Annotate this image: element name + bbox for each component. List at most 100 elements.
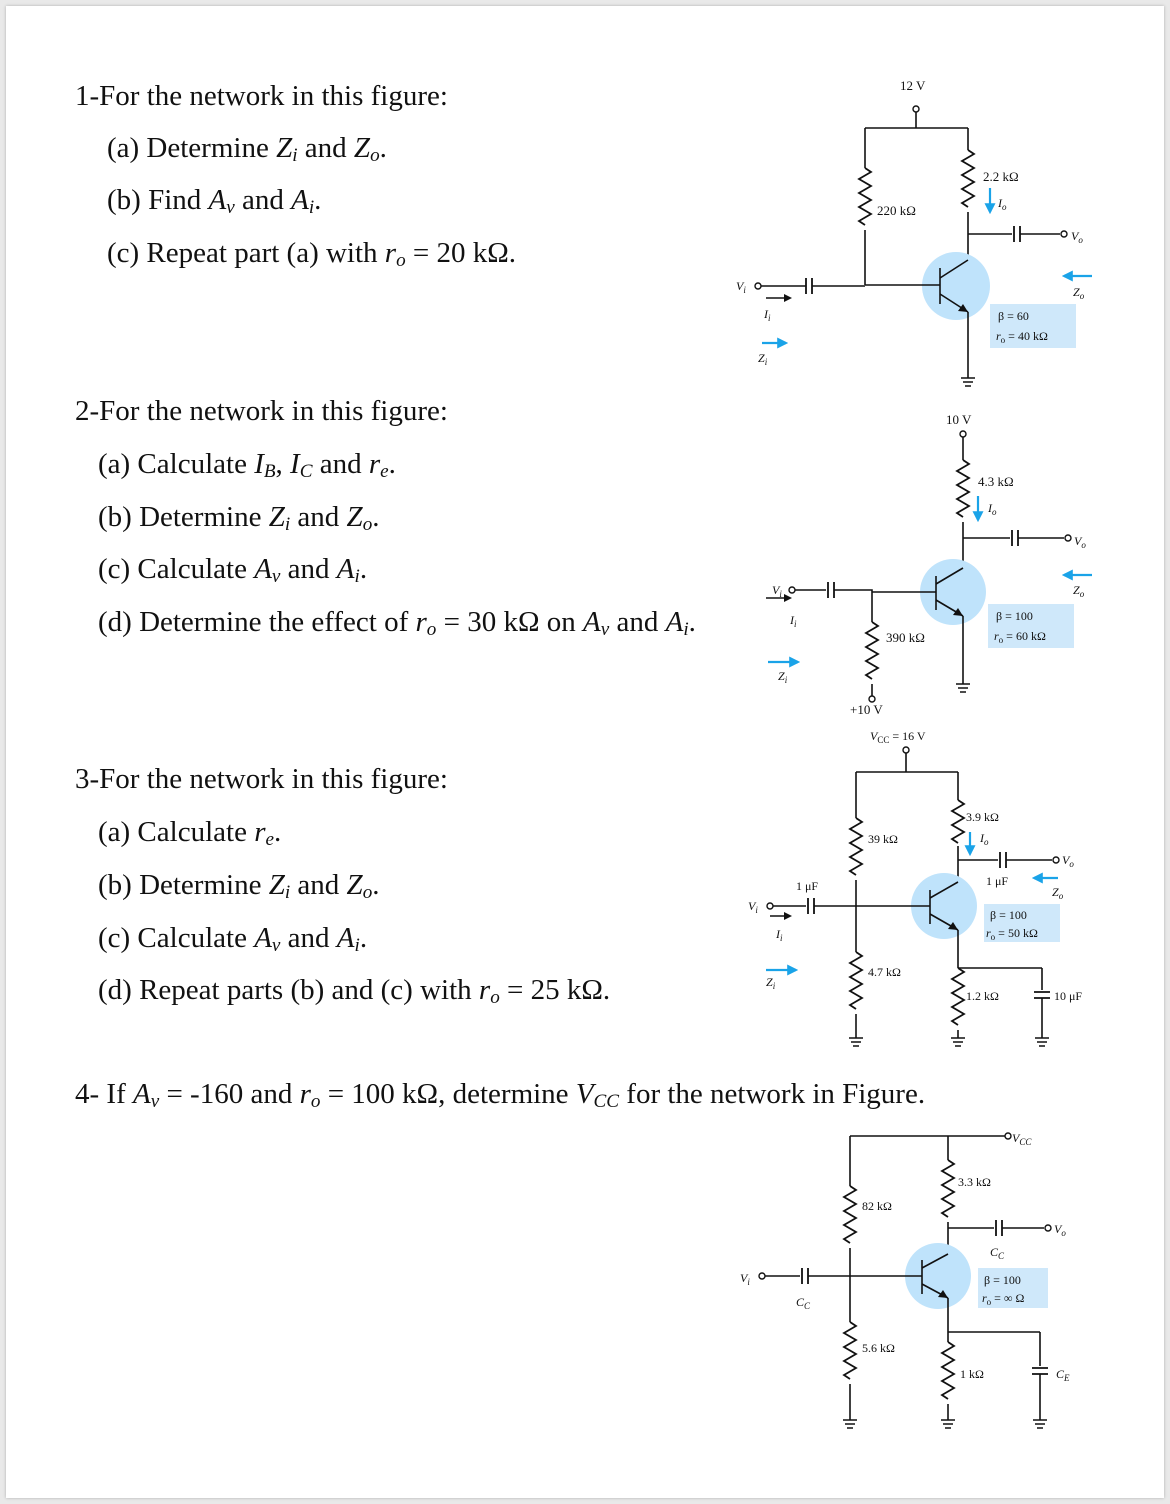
sub: v — [150, 1091, 160, 1113]
problem-2-part-a: (a) Calculate IB, IC and re. — [98, 448, 396, 483]
var: A — [665, 606, 684, 638]
var: A — [291, 184, 309, 216]
vi-terminal — [766, 902, 774, 910]
document-page — [6, 6, 1164, 1498]
emitter-arrow — [958, 304, 968, 312]
var: A — [132, 1078, 151, 1110]
vo-label: Vo — [1062, 853, 1074, 869]
emitter-arrow — [948, 922, 958, 930]
ce-label: CE — [1056, 1367, 1070, 1383]
c-in-label: 1 μF — [796, 879, 818, 893]
beta-label: β = 100 — [984, 1273, 1021, 1287]
text: (b) Find — [107, 184, 209, 216]
resistor-rb — [864, 621, 880, 680]
emitter-arrow — [953, 608, 963, 616]
io-label: Io — [987, 501, 997, 517]
vcc-label: VCC — [1012, 1131, 1032, 1147]
problem-2-part-d: (d) Determine the effect of ro = 30 kΩ o… — [98, 606, 696, 641]
text: . — [372, 869, 380, 901]
sub: o — [310, 1091, 321, 1113]
problem-2-part-b: (b) Determine Zi and Zo. — [98, 501, 380, 535]
text: . — [688, 606, 696, 638]
text: = 100 kΩ, determine — [320, 1078, 576, 1110]
problem-2-part-c: (c) Calculate Av and Ai. — [98, 553, 367, 588]
text: (d) Repeat parts (b) and (c) with — [98, 974, 479, 1006]
text: (d) Determine the effect of — [98, 606, 416, 638]
ii-arrowhead — [784, 594, 792, 602]
wire — [967, 212, 1012, 260]
text: . — [379, 132, 387, 164]
problem-1-part-b: (b) Find Av and Ai. — [107, 184, 322, 219]
problem-1-part-c: (c) Repeat part (a) with ro = 20 kΩ. — [107, 237, 517, 271]
transistor-body — [922, 252, 990, 320]
vo-terminal — [1064, 534, 1072, 542]
text: . — [314, 184, 322, 216]
var: Z — [276, 132, 293, 164]
sub: i — [308, 197, 315, 219]
text: 4- If — [75, 1078, 133, 1110]
vi-label: Vi — [748, 899, 758, 915]
vcc-terminal — [959, 430, 967, 438]
wire — [947, 1298, 1040, 1342]
text: and — [297, 132, 354, 164]
params-box — [984, 904, 1060, 942]
var: A — [254, 922, 272, 954]
sub: o — [426, 619, 437, 641]
ground-icon — [843, 1419, 857, 1429]
text: (a) Determine — [107, 132, 277, 164]
text: = 30 kΩ on — [436, 606, 584, 638]
problem-3-part-a: (a) Calculate re. — [98, 816, 281, 850]
var: Z — [346, 869, 363, 901]
text: = 20 kΩ. — [405, 237, 517, 269]
ce-label: 10 μF — [1054, 989, 1082, 1003]
ground-icon — [849, 1037, 863, 1047]
sub: C — [299, 461, 313, 483]
io-label: Io — [979, 831, 989, 847]
ground-icon — [956, 683, 970, 693]
var: A — [254, 553, 272, 585]
problem-1-heading-text: 1-For the network in this figure: — [75, 80, 448, 112]
output-capacitor — [999, 852, 1007, 868]
problem-4-heading: 4- If Av = -160 and ro = 100 kΩ, determi… — [75, 1078, 926, 1113]
beta-label: β = 100 — [990, 908, 1027, 922]
input-capacitor — [807, 898, 815, 914]
sub: i — [683, 619, 689, 641]
var: r — [254, 816, 266, 848]
vo-label: Vo — [1074, 534, 1086, 550]
problem-3-part-d: (d) Repeat parts (b) and (c) with ro = 2… — [98, 974, 610, 1008]
problem-1-part-a: (a) Determine Zi and Zo. — [107, 132, 387, 166]
zi-label: Zi — [758, 351, 768, 367]
ro-label: ro = 60 kΩ — [994, 629, 1046, 645]
ro-label: ro = ∞ Ω — [982, 1291, 1024, 1307]
var: Z — [268, 501, 285, 533]
vcc-terminal — [1004, 1132, 1012, 1140]
text: (a) Calculate — [98, 816, 255, 848]
ground-icon — [1033, 1419, 1047, 1429]
re-label: 1.2 kΩ — [966, 989, 999, 1003]
problem-3-part-c: (c) Calculate Av and Ai. — [98, 922, 368, 956]
var: r — [368, 448, 381, 480]
output-capacitor — [995, 1220, 1003, 1236]
var: A — [583, 606, 601, 638]
figure-1-circuit: 12 V 220 kΩ 2.2 kΩ Io Vo Zo β = 60 ro = … — [736, 78, 1092, 387]
problem-2-heading: 2-For the network in this figure: — [75, 397, 448, 426]
zo-label: Zo — [1073, 583, 1085, 599]
text: for the network in Figure. — [619, 1078, 926, 1110]
text: . — [359, 922, 368, 954]
supply-rail — [856, 753, 958, 773]
wire — [834, 589, 873, 592]
sub: v — [226, 197, 235, 219]
figure-3-circuit: VCC = 16 V 39 kΩ 4.7 kΩ 3.9 kΩ Io Vo 1 μ… — [748, 729, 1082, 1047]
text: (c) Repeat part (a) with — [107, 237, 385, 269]
ii-label: Ii — [775, 927, 783, 943]
re-label: 1 kΩ — [960, 1367, 984, 1381]
vcc-label: VCC = 16 V — [870, 729, 926, 745]
text: and — [280, 922, 337, 954]
sub: i — [354, 566, 360, 588]
text: (b) Determine — [98, 869, 269, 901]
var: Z — [268, 869, 285, 901]
text: and — [312, 448, 369, 480]
text: and — [280, 553, 337, 585]
resistor-rc — [960, 149, 976, 208]
text: . — [388, 448, 396, 480]
